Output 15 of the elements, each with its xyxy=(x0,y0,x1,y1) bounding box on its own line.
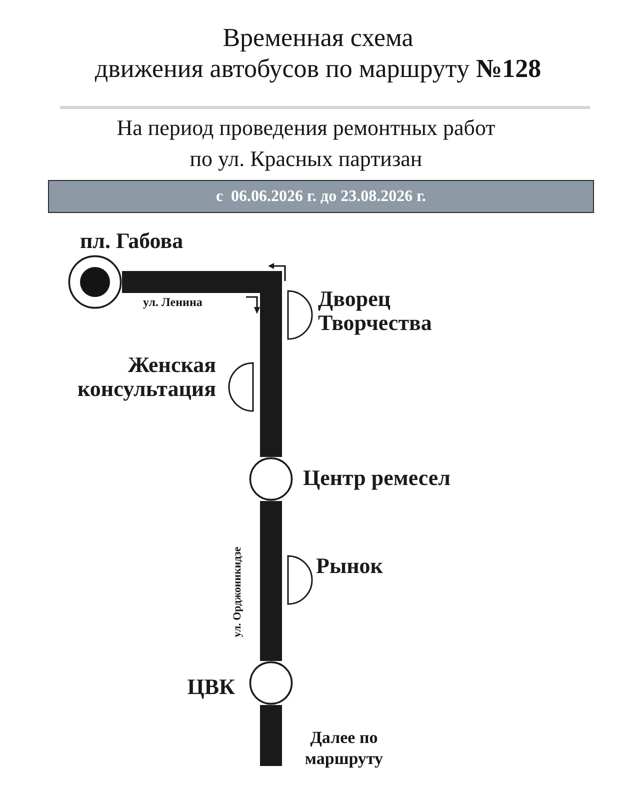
date-banner: с 06.06.2026 г. до 23.08.2026 г. xyxy=(48,180,594,213)
street-label: ул. Ленина xyxy=(143,295,202,310)
note-text: Далее по маршруту xyxy=(304,727,384,769)
street-label: ул. Орджоникидзе xyxy=(232,546,244,638)
stop-name: Дворец Творчества xyxy=(318,287,433,335)
stop-name: Центр ремесел xyxy=(303,466,452,490)
route-line xyxy=(122,271,282,457)
stop-name: Женская консультация xyxy=(76,353,216,401)
stop-name: Рынок xyxy=(316,554,384,578)
stop-name: ЦВК xyxy=(186,675,235,699)
subtitle-text: На период проведения ремонтных работ по ул. Красных партизан xyxy=(116,114,496,173)
title: Временная схема движения автобусов по маршруту №128 xyxy=(94,22,542,84)
stop-name: пл. Габова xyxy=(80,229,184,253)
route-line xyxy=(260,705,282,766)
route-line xyxy=(260,501,282,661)
